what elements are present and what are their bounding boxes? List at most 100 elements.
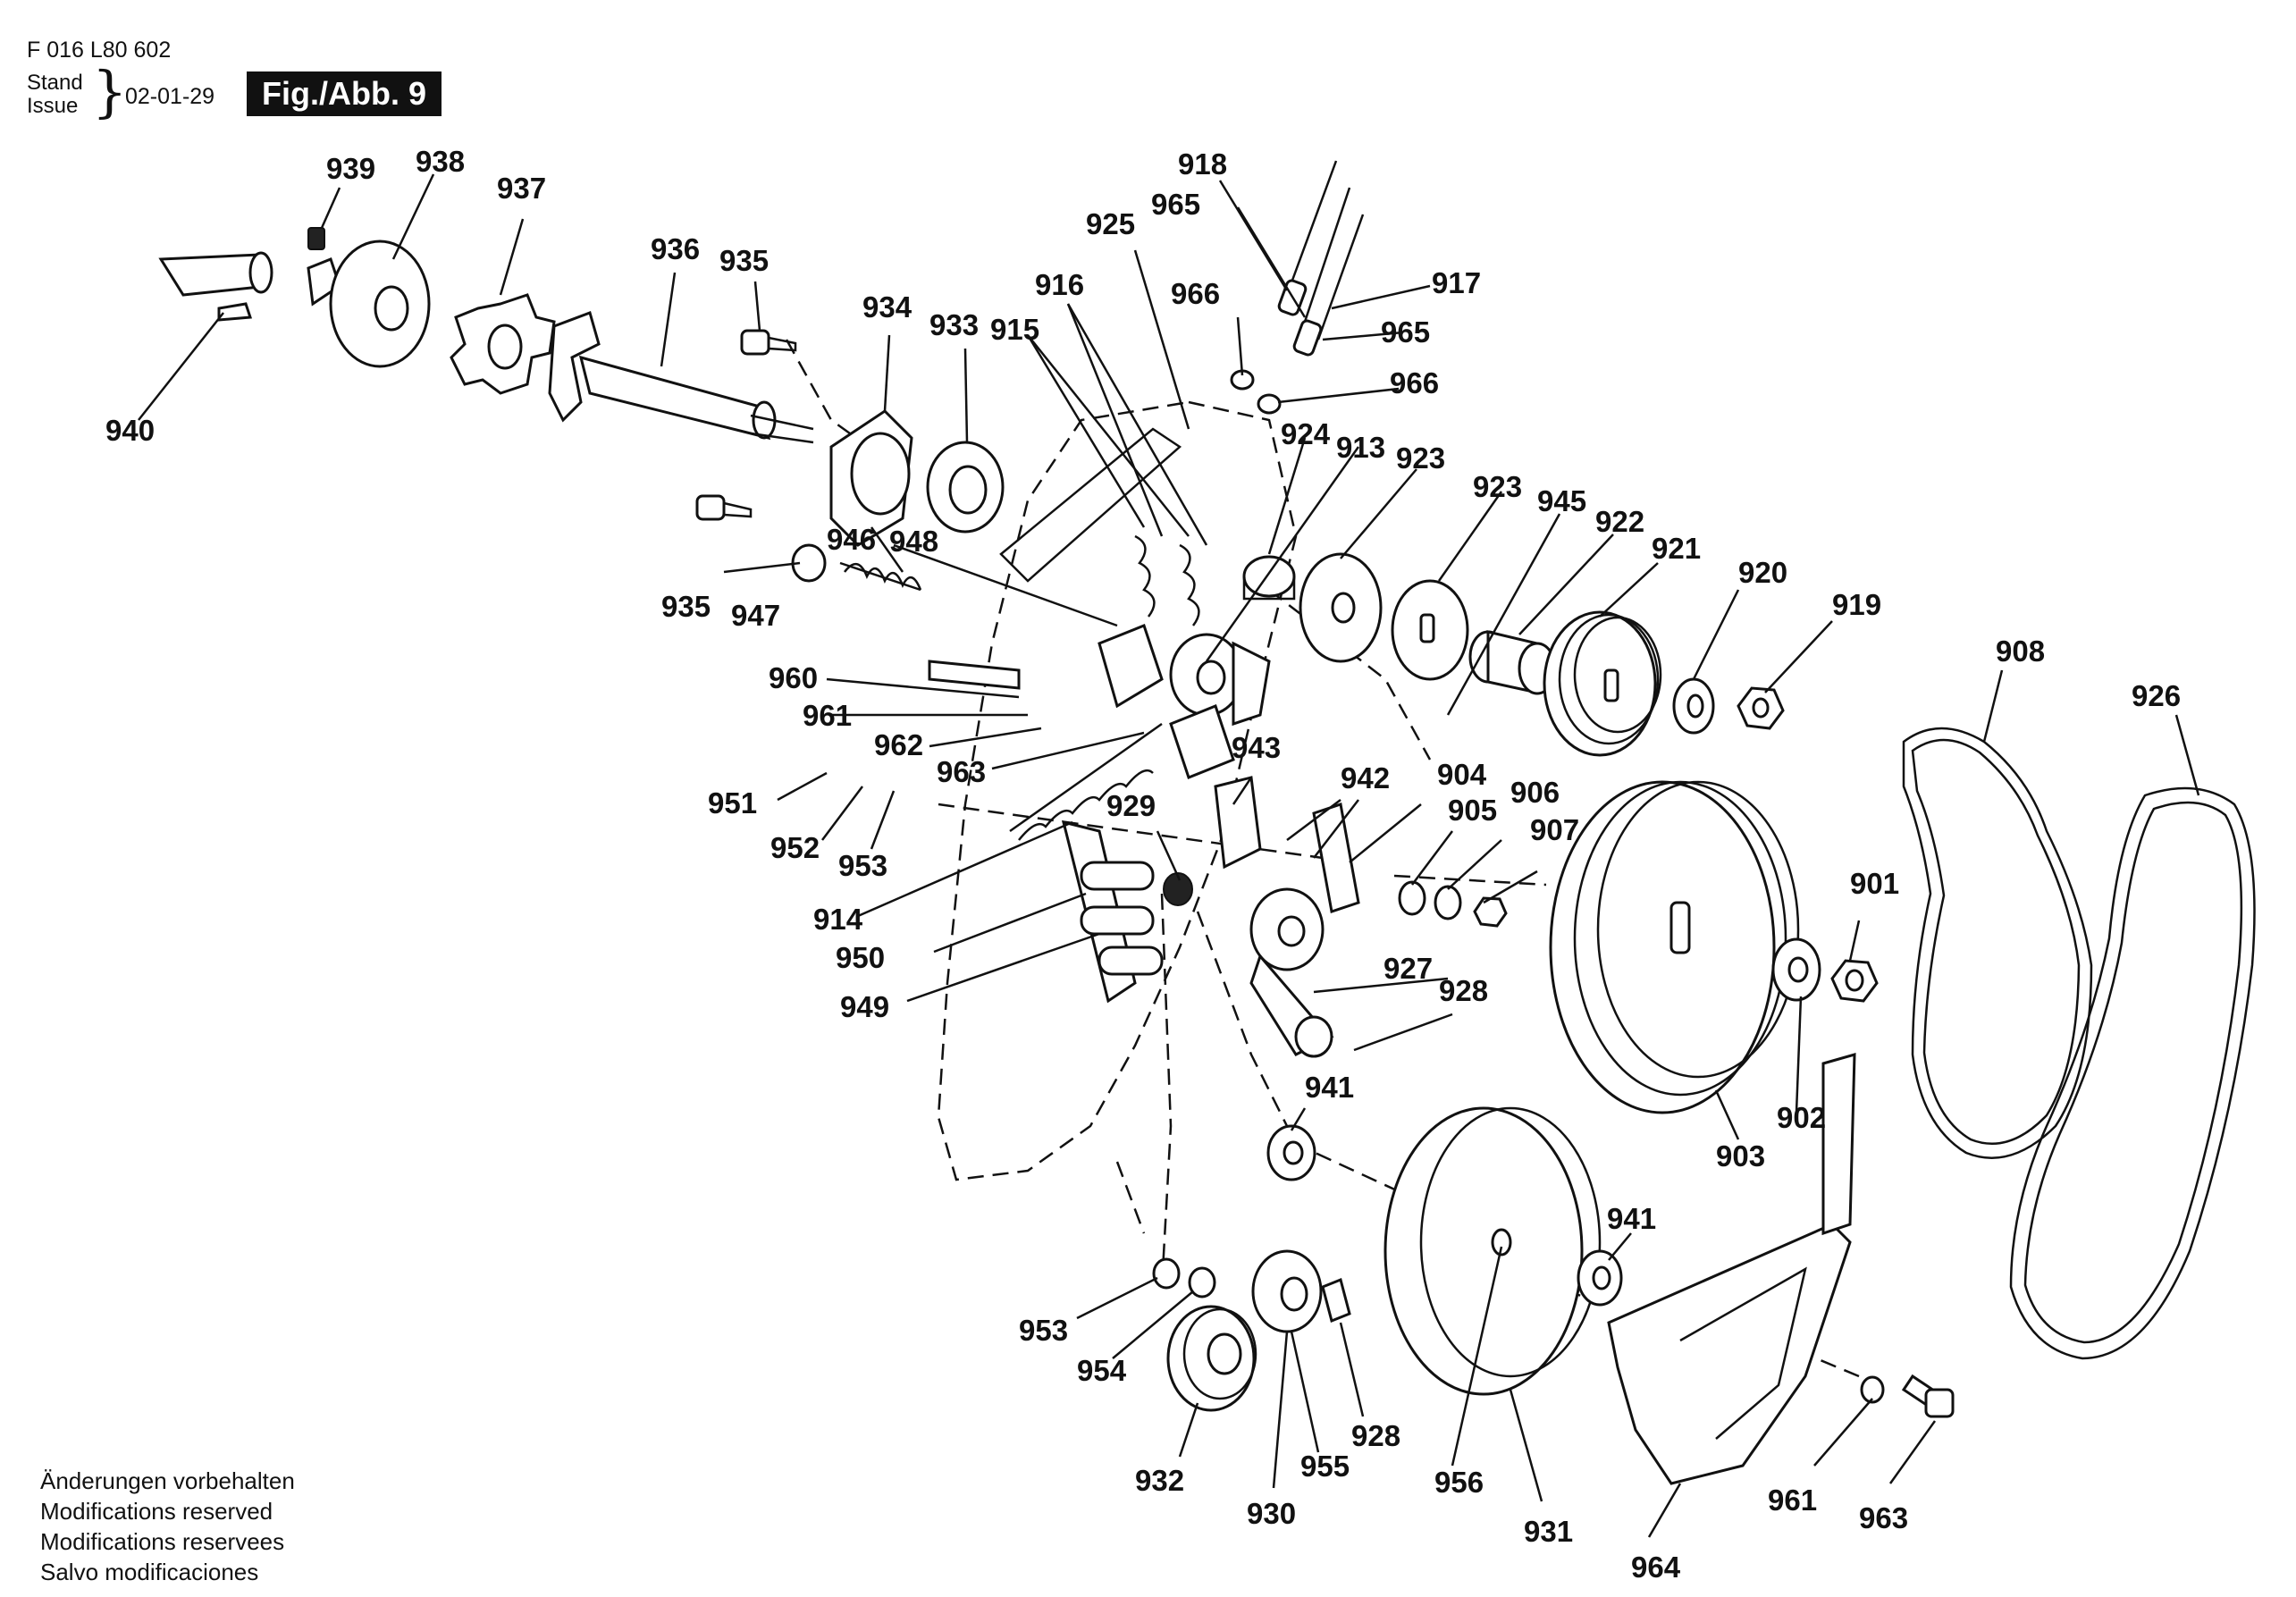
small-parts-905-907 xyxy=(1398,880,1508,928)
belt-908 xyxy=(1902,727,2093,1159)
label-903: 903 xyxy=(1716,1139,1765,1173)
label-939: 939 xyxy=(326,152,375,185)
label-964: 964 xyxy=(1631,1551,1681,1584)
disclaimer-line-de: Änderungen vorbehalten xyxy=(40,1467,295,1494)
label-943: 943 xyxy=(1232,731,1281,764)
label-935b: 935 xyxy=(661,590,711,623)
figure-label: Fig./Abb. 9 xyxy=(247,71,442,116)
label-965a: 965 xyxy=(1151,188,1200,221)
label-962: 962 xyxy=(874,728,923,761)
drive-shaft-936 xyxy=(548,311,814,444)
belt-guard-964 xyxy=(1607,1052,1856,1485)
gear-930 xyxy=(1251,1249,1351,1333)
label-920: 920 xyxy=(1738,556,1787,589)
label-960: 960 xyxy=(769,661,818,694)
washers-953-954 xyxy=(1152,1257,1216,1299)
gear-932 xyxy=(1166,1305,1257,1412)
label-928b: 928 xyxy=(1351,1419,1400,1452)
label-940: 940 xyxy=(105,414,155,447)
label-914: 914 xyxy=(813,903,863,936)
label-941a: 941 xyxy=(1305,1071,1354,1104)
bolts-935 xyxy=(695,329,797,521)
label-956: 956 xyxy=(1434,1466,1484,1499)
shaft-sleeve-940 xyxy=(158,251,273,322)
label-931: 931 xyxy=(1524,1515,1573,1548)
washer-902-nut-901 xyxy=(1771,937,1879,1003)
washer-920-nut-919 xyxy=(1672,677,1785,735)
stand-issue-labels: Stand Issue xyxy=(27,71,83,118)
label-925: 925 xyxy=(1086,207,1135,240)
disclaimer-line-en: Modifications reserved xyxy=(40,1498,273,1525)
label-961a: 961 xyxy=(803,699,852,732)
label-922: 922 xyxy=(1595,505,1644,538)
label-966b: 966 xyxy=(1390,366,1439,399)
label-961b: 961 xyxy=(1768,1484,1817,1517)
idler-arm-927 xyxy=(1249,887,1334,1058)
label-945: 945 xyxy=(1537,484,1586,517)
label-952: 952 xyxy=(770,831,820,864)
bearing-flange-934 xyxy=(829,409,913,547)
label-928a: 928 xyxy=(1439,974,1488,1007)
label-953a: 953 xyxy=(838,849,887,882)
label-947: 947 xyxy=(731,599,780,632)
label-938: 938 xyxy=(416,145,465,178)
stand-label: Stand xyxy=(27,71,83,95)
label-954: 954 xyxy=(1077,1354,1127,1387)
label-951: 951 xyxy=(708,786,757,820)
label-924: 924 xyxy=(1281,417,1331,450)
bushing-924 xyxy=(1242,555,1296,601)
label-942: 942 xyxy=(1341,761,1390,794)
label-907: 907 xyxy=(1530,813,1579,846)
label-941b: 941 xyxy=(1607,1202,1656,1235)
label-902: 902 xyxy=(1777,1101,1826,1134)
label-935a: 935 xyxy=(719,244,769,277)
large-pulley-903 xyxy=(1549,780,1800,1114)
label-915: 915 xyxy=(990,313,1039,346)
label-948: 948 xyxy=(889,525,938,558)
label-918: 918 xyxy=(1178,147,1227,181)
washer-941 xyxy=(1266,1124,1316,1181)
springs-915-916 xyxy=(1009,534,1200,841)
footer-disclaimer: Änderungen vorbehalten Modifications res… xyxy=(40,1466,295,1587)
ball-bearing-933 xyxy=(926,441,1005,534)
label-923a: 923 xyxy=(1396,441,1445,475)
disclaimer-line-es: Salvo modificaciones xyxy=(40,1559,259,1585)
lower-pulley-931 xyxy=(1383,1106,1602,1396)
label-963b: 963 xyxy=(1859,1501,1908,1534)
document-number: F 016 L80 602 xyxy=(27,38,172,63)
pulley-921 xyxy=(1543,610,1662,757)
label-906: 906 xyxy=(1510,776,1560,809)
label-953b: 953 xyxy=(1019,1314,1068,1347)
label-923b: 923 xyxy=(1473,470,1522,503)
label-916: 916 xyxy=(1035,268,1084,301)
cables-917-918 xyxy=(1277,160,1365,357)
label-905: 905 xyxy=(1448,794,1497,827)
label-933: 933 xyxy=(929,308,979,341)
washer-923 xyxy=(1299,552,1383,663)
label-926: 926 xyxy=(2132,679,2181,712)
brace-symbol: } xyxy=(92,59,128,124)
hub-923b xyxy=(1391,579,1469,681)
label-932: 932 xyxy=(1135,1464,1184,1497)
label-921: 921 xyxy=(1652,532,1701,565)
coupling-hub-938 xyxy=(307,227,431,368)
star-coupling-937 xyxy=(450,293,556,395)
disclaimer-line-fr: Modifications reservees xyxy=(40,1528,285,1555)
rollers-949-950 xyxy=(1080,861,1193,976)
part-number-labels: 940 939 938 937 936 935 934 933 915 916 … xyxy=(105,145,2181,1584)
label-946: 946 xyxy=(827,523,876,556)
label-937: 937 xyxy=(497,172,546,205)
label-904: 904 xyxy=(1437,758,1487,791)
label-908: 908 xyxy=(1996,635,2045,668)
label-930: 930 xyxy=(1247,1497,1296,1530)
label-966a: 966 xyxy=(1171,277,1220,310)
leader-lines xyxy=(138,173,2200,1538)
issue-date: 02-01-29 xyxy=(125,84,215,109)
label-936: 936 xyxy=(651,232,700,265)
label-950: 950 xyxy=(836,941,885,974)
spring-946 xyxy=(791,543,922,592)
belt-926 xyxy=(2009,786,2256,1360)
issue-label: Issue xyxy=(27,94,79,118)
